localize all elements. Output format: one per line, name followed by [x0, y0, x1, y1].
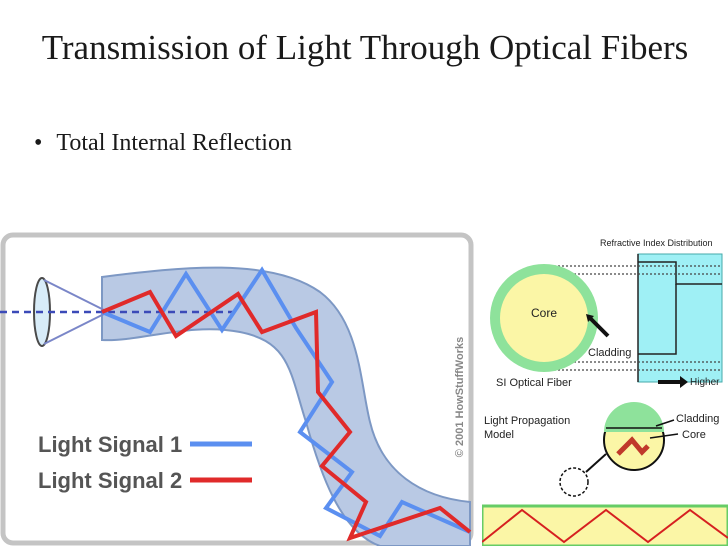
inset-ray	[616, 436, 650, 456]
bullet-item: Total Internal Reflection	[34, 130, 292, 157]
index-profile-top	[638, 261, 722, 285]
cladding-label: Cladding	[588, 347, 631, 359]
propagation-label-1: Light Propagation	[484, 415, 570, 427]
inset-cladding-label: Cladding	[676, 413, 719, 425]
zoom-circle	[559, 467, 589, 497]
cladding-pointer-arrow	[588, 316, 610, 338]
fiber-body	[101, 266, 471, 547]
inset-cladding-pointer	[655, 419, 675, 427]
si-fiber-diagram: Refractive Index Distribution Core Cladd…	[480, 232, 728, 548]
zoom-pointer	[585, 453, 607, 473]
fiber-illustration: © 2001 HowStuffWorks Light Signal 1 Ligh…	[0, 232, 476, 547]
legend-label-signal-2: Light Signal 2	[38, 468, 182, 493]
si-fiber-label: SI Optical Fiber	[496, 377, 572, 389]
slide-title: Transmission of Light Through Optical Fi…	[41, 28, 689, 67]
legend-label-signal-1: Light Signal 1	[38, 432, 182, 457]
cladding-arrowhead	[586, 314, 594, 322]
light-cone-upper	[43, 279, 105, 311]
index-profile-core	[638, 284, 677, 355]
inset-core-pointer	[649, 433, 679, 439]
light-cone-lower	[43, 313, 105, 345]
higher-arrow-icon	[658, 376, 688, 388]
higher-label: Higher	[690, 377, 720, 388]
refractive-index-label: Refractive Index Distribution	[600, 238, 713, 248]
copyright-text: © 2001 HowStuffWorks	[454, 337, 466, 457]
light-signal-2-path	[101, 289, 472, 542]
index-distribution-panel	[637, 253, 723, 383]
core-circle	[500, 274, 588, 362]
inset-cladding-band	[604, 402, 664, 432]
core-label: Core	[531, 306, 557, 320]
inset-core-label: Core	[682, 429, 706, 441]
strip-ray	[481, 508, 728, 544]
bullet-list: Total Internal Reflection	[34, 130, 292, 157]
propagation-label-2: Model	[484, 429, 514, 441]
light-signal-1-path	[101, 266, 471, 539]
